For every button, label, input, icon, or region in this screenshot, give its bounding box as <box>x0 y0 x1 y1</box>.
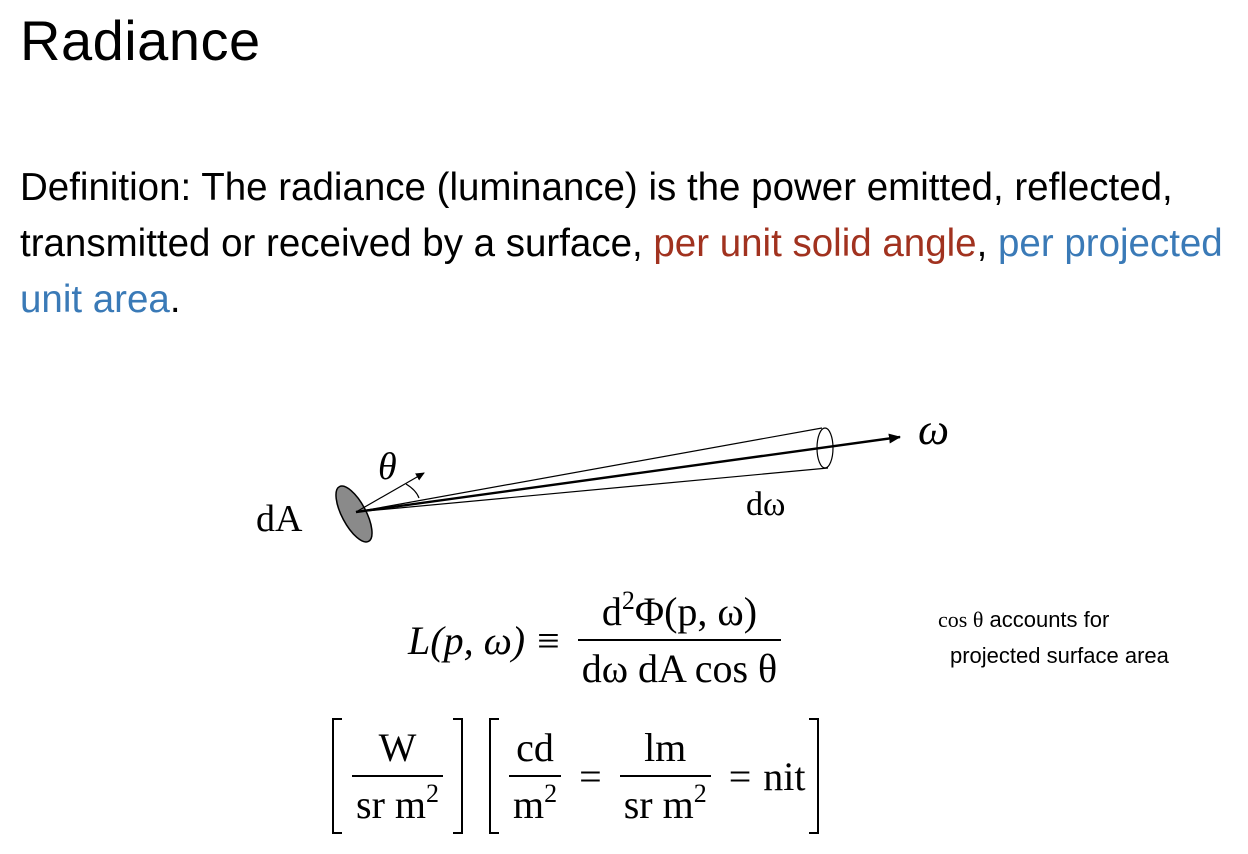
unit-nit: nit <box>763 753 806 799</box>
unit-candela-den-exp: 2 <box>544 779 558 808</box>
unit-watt-den: sr m2 <box>352 775 443 828</box>
formula-fraction: d2Φ(p, ω) dω dA cos θ <box>577 588 782 692</box>
left-bracket <box>332 718 342 834</box>
unit-lumen-den-exp: 2 <box>693 779 707 808</box>
unit-candela-den-base: m <box>513 782 545 827</box>
note-cos-theta: cos θ <box>938 607 984 632</box>
numerator-d: d <box>601 589 622 634</box>
unit-watt-den-exp: 2 <box>426 779 439 808</box>
note-line-2: projected surface area <box>950 643 1169 668</box>
omega-label: ω <box>918 405 950 454</box>
unit-candela-num: cd <box>516 725 554 770</box>
unit-lumen-den-base: sr m <box>623 782 694 827</box>
surface-patch <box>335 485 373 543</box>
unit-watt-fraction: W sr m2 <box>352 724 443 828</box>
unit-lumen-fraction: lm sr m2 <box>619 724 711 828</box>
unit-watt-den-base: sr m <box>356 782 426 827</box>
unit-watt-num: W <box>378 725 417 770</box>
numerator-exponent: 2 <box>621 586 635 615</box>
formula-lhs: L(p, ω) <box>408 617 526 663</box>
formula-denominator: dω dA cos θ <box>577 639 782 692</box>
note-line-1: cos θ accounts for <box>938 602 1169 638</box>
right-bracket <box>453 718 463 834</box>
domega-label: dω <box>746 486 786 523</box>
highlight-solid-angle: per unit solid angle <box>653 222 977 265</box>
equals-sign: = <box>579 753 602 799</box>
definition-main: Definition: The radiance (luminance) is … <box>20 166 1173 265</box>
dA-label: dA <box>256 498 303 540</box>
note-line-1-text: accounts for <box>983 607 1110 632</box>
cos-theta-note: cos θ accounts for projected surface are… <box>938 602 1169 674</box>
definition-end: . <box>169 278 181 321</box>
formula-numerator: d2Φ(p, ω) <box>598 588 761 639</box>
left-bracket <box>489 718 499 834</box>
formula-equiv: ≡ <box>537 617 560 663</box>
normal-arrow <box>355 472 425 513</box>
unit-lumen-num: lm <box>644 725 687 770</box>
equals-sign: = <box>728 753 752 799</box>
theta-arc <box>405 483 420 499</box>
unit-lumen-den: sr m2 <box>619 775 711 828</box>
right-bracket <box>809 718 820 834</box>
definition-separator: , <box>976 222 998 265</box>
radiance-formula: L(p, ω) ≡ d2Φ(p, ω) dω dA cos θ <box>408 588 787 692</box>
unit-candela-den: m2 <box>509 775 562 828</box>
numerator-rest: Φ(p, ω) <box>634 589 758 634</box>
unit-candela-fraction: cd m2 <box>509 724 562 828</box>
cone-lower-edge <box>355 467 829 513</box>
cone-upper-edge <box>355 427 823 513</box>
highlight-projected-area: per projected unit area <box>20 222 1223 321</box>
omega-arrow <box>355 433 901 514</box>
units-row: W sr m2 cd m2 = lm sr m2 = nit <box>332 714 820 838</box>
theta-label: θ <box>378 446 397 488</box>
definition-text: Definition: The radiance (luminance) is … <box>20 160 1244 328</box>
page-title: Radiance <box>20 9 261 72</box>
